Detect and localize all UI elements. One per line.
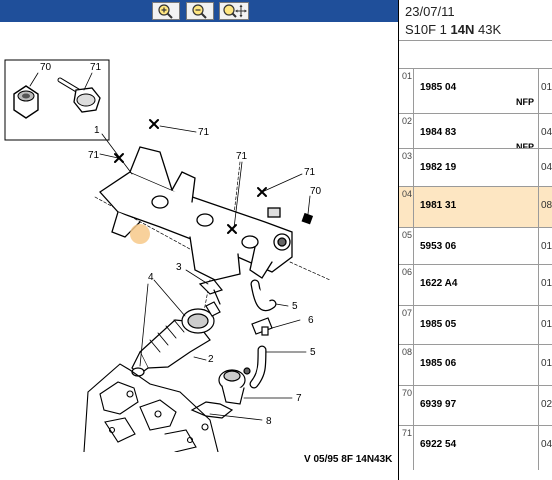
callout-71-inset: 71: [90, 62, 102, 73]
callout-71-center: 71: [236, 151, 248, 162]
part-row[interactable]: 03 1982 19 04: [399, 148, 552, 193]
model-prefix: S10F 1: [405, 22, 451, 37]
callout-8: 8: [266, 416, 272, 427]
callout-2: 2: [208, 354, 214, 365]
part-index: 06: [399, 265, 414, 309]
zoom-in-icon: [158, 4, 173, 19]
part-reference[interactable]: 1985 04: [420, 82, 457, 93]
row-divider: [538, 426, 539, 470]
engine-block: [83, 363, 219, 452]
callout-71-left: 71: [88, 150, 100, 161]
part-quantity: 08: [541, 200, 552, 211]
row-divider: [538, 306, 539, 350]
catalog-date: 23/07/11: [405, 4, 455, 19]
callout-7: 7: [296, 393, 302, 404]
row-divider: [538, 187, 539, 231]
part-quantity: 01: [541, 82, 552, 93]
part-reference[interactable]: 1622 A4: [420, 278, 458, 289]
part-index: 07: [399, 306, 414, 350]
part-reference[interactable]: 1984 83: [420, 127, 457, 138]
part-quantity: 01: [541, 358, 552, 369]
part-row[interactable]: 71 6922 54 04: [399, 425, 552, 470]
diagram-panel[interactable]: 70 71: [0, 0, 398, 480]
part-quantity: 04: [541, 162, 552, 173]
part-index: 71: [399, 426, 414, 470]
part-index: 01: [399, 69, 414, 113]
part-index: 05: [399, 228, 414, 272]
part-quantity: 02: [541, 399, 552, 410]
row-divider: [538, 386, 539, 430]
bolt-drawing: [57, 77, 101, 113]
leader-lines: [99, 125, 311, 421]
injector-rail: [99, 146, 293, 281]
part-note: NFP: [516, 97, 534, 107]
connector-6: [251, 317, 273, 336]
part-index: 03: [399, 149, 414, 193]
zoom-in-button[interactable]: [152, 2, 180, 20]
part-reference[interactable]: 1981 31: [420, 200, 457, 211]
model-suffix: 43K: [474, 22, 502, 37]
callout-4: 4: [148, 272, 154, 283]
part-row[interactable]: 70 6939 97 02: [399, 385, 552, 430]
part-row-selected[interactable]: 04 1981 31 08: [399, 186, 552, 231]
part-row[interactable]: 01 1985 04 NFP 01: [399, 68, 552, 113]
bolt-markers: [114, 119, 267, 234]
hardware-inset: 70 71: [4, 59, 110, 141]
row-divider: [538, 265, 539, 309]
zoom-move-icon: [223, 4, 247, 18]
part-reference[interactable]: 1985 05: [420, 319, 457, 330]
callout-5-lower: 5: [310, 347, 316, 358]
callout-3: 3: [176, 262, 182, 273]
zoom-out-button[interactable]: [186, 2, 214, 20]
pressure-regulator: [218, 367, 251, 405]
part-row[interactable]: 08 1985 06 01: [399, 344, 552, 389]
callout-1: 1: [94, 125, 100, 136]
callout-71-right: 71: [304, 167, 316, 178]
part-reference[interactable]: 6922 54: [420, 439, 457, 450]
catalog-header: 23/07/11 S10F 1 14N 43K: [399, 0, 552, 40]
callout-5-upper: 5: [292, 301, 298, 312]
zoom-toolbar: [0, 0, 398, 22]
part-index: 02: [399, 114, 414, 158]
part-quantity: 01: [541, 278, 552, 289]
row-divider: [538, 228, 539, 272]
part-index: 08: [399, 345, 414, 389]
model-engine: 14N: [450, 22, 475, 37]
row-divider: [538, 114, 539, 158]
vehicle-model-code: S10F 1 14N 43K: [405, 22, 501, 37]
zoom-out-icon: [192, 4, 207, 19]
parts-list-panel: 23/07/11 S10F 1 14N 43K 01 1985 04 NFP 0…: [398, 0, 552, 480]
part-index: 70: [399, 386, 414, 430]
callout-70: 70: [310, 186, 322, 197]
nut-marker: [301, 212, 314, 225]
part-quantity: 01: [541, 319, 552, 330]
part-reference[interactable]: 1982 19: [420, 162, 457, 173]
part-reference[interactable]: 6939 97: [420, 399, 457, 410]
hose-5-upper: [250, 279, 277, 312]
exploded-diagram: 70 71: [4, 59, 331, 452]
part-quantity: 01: [541, 241, 552, 252]
part-quantity: 04: [541, 439, 552, 450]
row-divider: [538, 149, 539, 193]
callout-70-inset: 70: [40, 62, 52, 73]
part-quantity: 04: [541, 127, 552, 138]
part-reference[interactable]: 5953 06: [420, 241, 457, 252]
nut-drawing: [13, 85, 39, 119]
part-reference[interactable]: 1985 06: [420, 358, 457, 369]
part-note: NFP: [516, 142, 534, 152]
hose-5-lower: [249, 345, 267, 389]
part-index: 04: [399, 187, 414, 231]
selected-part-highlight: [130, 224, 150, 244]
callout-6: 6: [308, 315, 314, 326]
row-divider: [538, 69, 539, 113]
zoom-move-button[interactable]: [219, 2, 249, 20]
diagram-reference: V 05/95 8F 14N43K: [304, 454, 393, 465]
part-row[interactable]: 07 1985 05 01: [399, 305, 552, 350]
callout-71-top: 71: [198, 127, 210, 138]
part-row[interactable]: 06 1622 A4 01: [399, 264, 552, 309]
list-header-spacer: [399, 40, 552, 68]
seal-3: [198, 279, 224, 305]
row-divider: [538, 345, 539, 389]
